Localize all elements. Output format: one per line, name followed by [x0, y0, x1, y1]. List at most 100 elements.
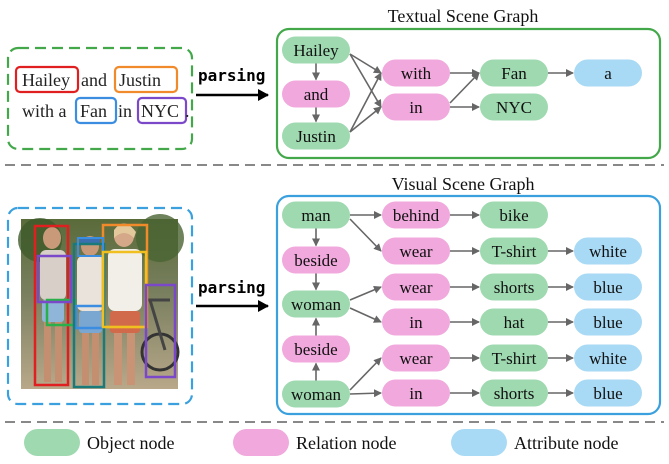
visual-node-hat-pill: [480, 308, 548, 336]
person-right: [108, 223, 142, 385]
visual-node-tshirt1: T-shirt: [480, 237, 548, 265]
visual-node-blue2-pill: [574, 308, 642, 336]
graph-edges: [312, 53, 574, 398]
visual-node-beside1: beside: [282, 246, 350, 274]
visual-node-white2-pill: [574, 344, 642, 372]
visual-node-blue1-pill: [574, 273, 642, 301]
textual-graph-title: Textual Scene Graph: [388, 6, 539, 26]
visual-node-man-label: man: [301, 206, 331, 225]
visual-node-blue3: blue: [574, 379, 642, 407]
legend-attribute-swatch: [451, 429, 507, 456]
visual-node-wear2-label: wear: [399, 278, 432, 297]
visual-node-hat-label: hat: [504, 313, 525, 332]
visual-node-tshirt2: T-shirt: [480, 344, 548, 372]
textual-node-justin-pill: [282, 122, 350, 150]
visual-node-behind-label: behind: [393, 206, 440, 225]
hailey-highlight-box: [14, 65, 80, 94]
visual-node-tshirt1-label: T-shirt: [492, 242, 537, 261]
visual-edge-man-to-wear1: [349, 218, 382, 252]
textual-edge-in-to-fan: [449, 72, 480, 104]
person-left: [40, 227, 66, 382]
visual-node-woman1-pill: [282, 290, 350, 318]
visual-node-wear3-label: wear: [399, 349, 432, 368]
visual-node-in1-label: in: [409, 313, 423, 332]
visual-node-in2-pill: [382, 379, 450, 407]
visual-graph-title: Visual Scene Graph: [392, 174, 535, 194]
visual-parsing-label: parsing: [198, 278, 265, 297]
legend-object-label: Object node: [87, 433, 174, 453]
visual-node-white1-pill: [574, 237, 642, 265]
legend-relation-label: Relation node: [296, 433, 396, 453]
visual-node-shorts2-pill: [480, 379, 548, 407]
visual-node-white2-label: white: [589, 349, 627, 368]
visual-node-woman2-label: woman: [291, 385, 342, 404]
visual-graph-box: [275, 194, 662, 416]
textual-node-fan: Fan: [480, 59, 548, 87]
fan-highlight-box: [74, 96, 118, 125]
sentence-period: .: [185, 101, 190, 121]
visual-node-shorts1-pill: [480, 273, 548, 301]
textual-node-a: a: [574, 59, 642, 87]
photo: [18, 214, 184, 389]
textual-node-fan-label: Fan: [501, 64, 527, 83]
visual-node-blue3-pill: [574, 379, 642, 407]
visual-node-wear1: wear: [382, 237, 450, 265]
visual-node-woman2: woman: [282, 380, 350, 408]
visual-node-man: man: [282, 201, 350, 229]
visual-node-bike-label: bike: [499, 206, 528, 225]
visual-node-blue1: blue: [574, 273, 642, 301]
visual-node-tshirt1-pill: [480, 237, 548, 265]
visual-node-in2-label: in: [409, 384, 423, 403]
sentence-word-with-a: with a: [22, 101, 67, 121]
textual-node-nyc-label: NYC: [496, 98, 532, 117]
visual-node-beside2: beside: [282, 335, 350, 363]
visual-node-beside2-label: beside: [294, 340, 337, 359]
legend-relation-swatch: [233, 429, 289, 456]
textual-node-and: and: [282, 80, 350, 108]
detection-box-red: [33, 224, 70, 387]
visual-node-beside1-label: beside: [294, 251, 337, 270]
visual-node-shorts1-label: shorts: [494, 278, 535, 297]
visual-node-shorts2-label: shorts: [494, 384, 535, 403]
visual-node-wear2-pill: [382, 273, 450, 301]
visual-node-blue1-label: blue: [593, 278, 622, 297]
sentence-word-nyc: NYC: [141, 101, 179, 121]
textual-node-a-pill: [574, 59, 642, 87]
visual-node-woman2-pill: [282, 380, 350, 408]
legend-object-swatch: [24, 429, 80, 456]
visual-node-bike: bike: [480, 201, 548, 229]
visual-node-blue3-label: blue: [593, 384, 622, 403]
sentence-word-and: and: [81, 70, 107, 90]
nyc-highlight-box: [136, 96, 188, 125]
visual-node-wear1-label: wear: [399, 242, 432, 261]
detection-box-purple-bike: [144, 283, 177, 379]
visual-edge-woman1-to-in1: [349, 307, 382, 323]
visual-node-woman1-label: woman: [291, 295, 342, 314]
textual-node-a-label: a: [604, 64, 612, 83]
detection-box-purple-left: [36, 254, 73, 304]
visual-node-white1: white: [574, 237, 642, 265]
textual-node-and-pill: [282, 80, 350, 108]
visual-node-behind-pill: [382, 201, 450, 229]
textual-node-fan-pill: [480, 59, 548, 87]
justin-highlight-box: [113, 65, 179, 94]
textual-graph-box: [275, 27, 662, 160]
visual-edge-woman1-to-wear2: [349, 286, 382, 301]
visual-node-bike-pill: [480, 201, 548, 229]
textual-node-with-pill: [382, 59, 450, 87]
textual-node-hailey: Hailey: [282, 36, 350, 64]
textual-node-nyc-pill: [480, 93, 548, 121]
textual-node-justin-label: Justin: [296, 127, 336, 146]
textual-node-in-pill: [382, 93, 450, 121]
visual-node-tshirt2-label: T-shirt: [492, 349, 537, 368]
visual-edge-woman2-to-wear3: [349, 357, 382, 391]
visual-node-wear3-pill: [382, 344, 450, 372]
visual-node-white1-label: white: [589, 242, 627, 261]
textual-node-hailey-label: Hailey: [293, 41, 339, 60]
visual-node-beside2-pill: [282, 335, 350, 363]
textual-edge-justin-to-in: [349, 106, 382, 133]
legend-attribute-label: Attribute node: [514, 433, 618, 453]
visual-edge-woman2-to-in2: [349, 389, 382, 398]
visual-node-man-pill: [282, 201, 350, 229]
